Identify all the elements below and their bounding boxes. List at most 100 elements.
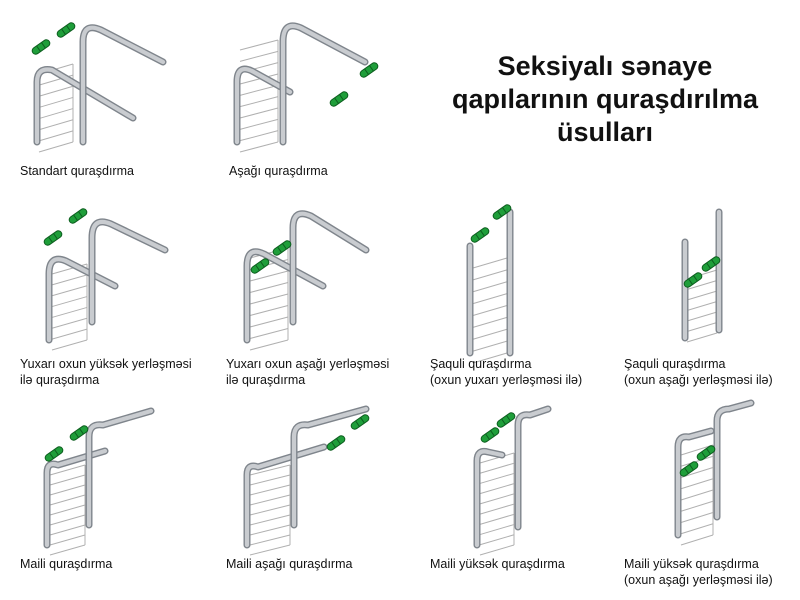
- door-panel-line: [239, 73, 279, 85]
- door-panel-line: [479, 452, 515, 464]
- door-panel-line: [249, 514, 291, 526]
- caption-line: ilə quraşdırma: [20, 373, 100, 387]
- door-panel-line: [680, 455, 714, 467]
- rail-outline: [713, 399, 755, 521]
- rail: [714, 400, 754, 520]
- rail-outline: [279, 22, 369, 146]
- door-panel-line: [249, 534, 291, 546]
- diagram-svg: [243, 210, 370, 351]
- door-panel-line: [49, 514, 86, 526]
- roller-ring: [73, 214, 78, 221]
- roller-ring: [688, 278, 693, 285]
- rail-outline: [79, 24, 167, 146]
- caption-line: (oxun aşağı yerləşməsi ilə): [624, 573, 773, 587]
- roller-icon: [31, 39, 51, 55]
- door-panel-line: [51, 306, 88, 318]
- door-panel-line: [49, 524, 86, 536]
- door-panel-line: [249, 293, 289, 305]
- caption-line: (oxun yuxarı yerləşməsi ilə): [430, 373, 583, 387]
- rail: [675, 428, 714, 538]
- diagram-svg: [43, 407, 155, 556]
- diagram-asagi: [220, 0, 420, 200]
- door-panel-line: [239, 50, 279, 62]
- caption-maili-asagi: Maili aşağı quraşdırma: [226, 556, 352, 572]
- roller-ring: [701, 451, 706, 458]
- door-panel-line: [249, 484, 291, 496]
- door-panel-line: [249, 504, 291, 516]
- diagram-svg: [473, 405, 552, 556]
- roller-ring: [48, 236, 53, 243]
- rail: [291, 406, 369, 528]
- door-panel-line: [49, 494, 86, 506]
- door-panel-line: [479, 462, 515, 474]
- door-panel-line: [51, 328, 88, 340]
- door-panel-line: [49, 464, 86, 476]
- caption-yuxari-yuksek: Yuxarı oxun yüksək yerləşməsi ilə quraşd…: [20, 356, 192, 388]
- caption-line: Maili yüksək quraşdırma: [624, 557, 759, 571]
- roller-body: [56, 22, 76, 38]
- door-panel-line: [249, 464, 291, 476]
- roller-icon: [492, 204, 512, 220]
- roller-body: [701, 256, 721, 272]
- diagram-standart: [15, 0, 215, 200]
- roller-body: [31, 39, 51, 55]
- roller-ring: [684, 467, 689, 474]
- door-panel-line: [249, 474, 291, 486]
- roller-ring: [282, 243, 287, 250]
- roller-ring: [706, 262, 711, 269]
- roller-body: [43, 230, 63, 246]
- caption-standart: Standart quraşdırma: [20, 163, 134, 179]
- diagram-saquli-asagi: [605, 198, 800, 398]
- caption-maili-yuksek: Maili yüksək quraşdırma: [430, 556, 565, 572]
- roller-ring: [54, 449, 59, 456]
- door-panel-line: [472, 269, 508, 281]
- door-panel-line: [51, 285, 88, 297]
- roller-ring: [255, 264, 260, 271]
- diagram-maili-yuksek: [410, 395, 610, 595]
- roller-icon: [359, 62, 379, 78]
- roller-ring: [369, 65, 374, 72]
- roller-body: [350, 414, 370, 430]
- door-panel-line: [479, 544, 515, 556]
- door-panel-line: [49, 544, 86, 556]
- roller-icon: [44, 446, 64, 462]
- roller-body: [496, 412, 516, 428]
- rail: [89, 219, 168, 325]
- caption-line: (oxun aşağı yerləşməsi ilə): [624, 373, 773, 387]
- caption-yuxari-asagi: Yuxarı oxun aşağı yerləşməsi ilə quraşdı…: [226, 356, 389, 388]
- door-panel-line: [38, 119, 74, 131]
- door-panel-line: [239, 84, 279, 96]
- roller-ring: [334, 97, 339, 104]
- roller-icon: [696, 445, 716, 461]
- roller-body: [326, 435, 346, 451]
- door-panel-line: [249, 339, 289, 351]
- door-panel-line: [249, 270, 289, 282]
- roller-body: [250, 258, 270, 274]
- roller-ring: [490, 430, 495, 437]
- title-line: qapılarının quraşdırılma: [451, 84, 759, 114]
- roller-icon: [679, 461, 699, 477]
- rail-outline: [88, 218, 169, 326]
- caption-asagi: Aşağı quraşdırma: [229, 163, 328, 179]
- door-panel-line: [680, 467, 714, 478]
- door-panel-line: [686, 322, 718, 332]
- diagram-svg: [243, 405, 370, 556]
- roller-ring: [53, 233, 58, 240]
- roller-body: [68, 208, 88, 224]
- door-panel-line: [479, 524, 515, 536]
- caption-line: Maili quraşdırma: [20, 557, 113, 571]
- roller-ring: [480, 230, 485, 237]
- door-panel-line: [686, 311, 718, 322]
- rail: [280, 23, 368, 145]
- roller-body: [480, 427, 500, 443]
- roller-icon: [350, 414, 370, 430]
- diagram-svg: [466, 204, 514, 364]
- door-panel-line: [680, 523, 714, 535]
- roller-ring: [78, 211, 83, 218]
- door-panel-line: [680, 489, 714, 501]
- door-panel-line: [38, 108, 74, 120]
- roller-body: [44, 446, 64, 462]
- caption-line: Şaquli quraşdırma: [430, 357, 532, 371]
- roller-ring: [497, 210, 502, 217]
- roller-ring: [41, 42, 46, 49]
